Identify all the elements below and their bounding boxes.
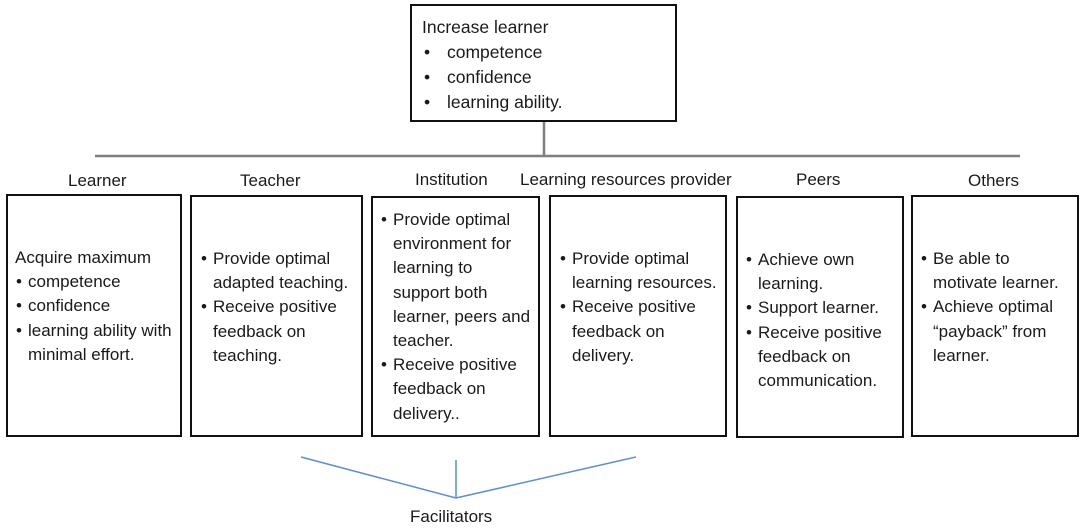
- goal-list: competence confidence learning ability.: [422, 40, 665, 115]
- card-item: Achieve own learning.: [745, 248, 896, 296]
- card-item: Provide optimal adapted teaching.: [200, 247, 355, 295]
- card-item: competence: [15, 270, 172, 294]
- heading-institution: Institution: [415, 170, 488, 189]
- goal-title: Increase learner: [422, 17, 549, 37]
- heading-others: Others: [968, 171, 1020, 190]
- goal-item: competence: [422, 40, 665, 65]
- card-item: confidence: [15, 294, 172, 318]
- heading-teacher: Teacher: [240, 171, 301, 190]
- facilitators-label: Facilitators: [410, 507, 493, 526]
- card-intro: Acquire maximum: [15, 248, 152, 267]
- card-teacher: Provide optimal adapted teaching. Receiv…: [190, 195, 363, 437]
- goal-item: confidence: [422, 65, 665, 90]
- card-item: Receive positive feedback on delivery.: [559, 295, 719, 368]
- card-item: Provide optimal environment for learning…: [380, 208, 532, 353]
- card-learning-resources-provider: Provide optimal learning resources. Rece…: [549, 195, 727, 437]
- card-item: Receive positive feedback on delivery..: [380, 353, 532, 426]
- card-item: Receive positive feedback on communicati…: [745, 321, 896, 394]
- card-learner: Acquire maximum competence confidence le…: [6, 194, 182, 437]
- goal-item: learning ability.: [422, 90, 665, 115]
- card-item: Be able to motivate learner.: [920, 247, 1071, 295]
- card-item: Support learner.: [745, 296, 896, 320]
- card-item: Provide optimal learning resources.: [559, 247, 719, 295]
- facilitator-line-left: [300, 456, 457, 499]
- facilitator-line-right: [455, 456, 637, 499]
- card-item: Receive positive feedback on teaching.: [200, 295, 355, 368]
- card-institution: Provide optimal environment for learning…: [371, 196, 540, 437]
- card-list: Provide optimal environment for learning…: [380, 208, 532, 426]
- heading-learner: Learner: [68, 171, 127, 190]
- card-list: Provide optimal learning resources. Rece…: [559, 247, 719, 368]
- heading-learning-resources-provider: Learning resources provider: [520, 170, 732, 189]
- card-list: Provide optimal adapted teaching. Receiv…: [200, 247, 355, 368]
- card-list: competence confidence learning ability w…: [15, 270, 172, 367]
- card-list: Achieve own learning. Support learner. R…: [745, 248, 896, 393]
- card-list: Be able to motivate learner. Achieve opt…: [920, 247, 1071, 368]
- goal-box: Increase learner competence confidence l…: [410, 4, 677, 122]
- card-peers: Achieve own learning. Support learner. R…: [736, 196, 904, 438]
- card-item: Achieve optimal “payback” from learner.: [920, 295, 1071, 368]
- card-item: learning ability with minimal effort.: [15, 319, 172, 367]
- card-others: Be able to motivate learner. Achieve opt…: [911, 195, 1079, 437]
- heading-peers: Peers: [796, 170, 841, 189]
